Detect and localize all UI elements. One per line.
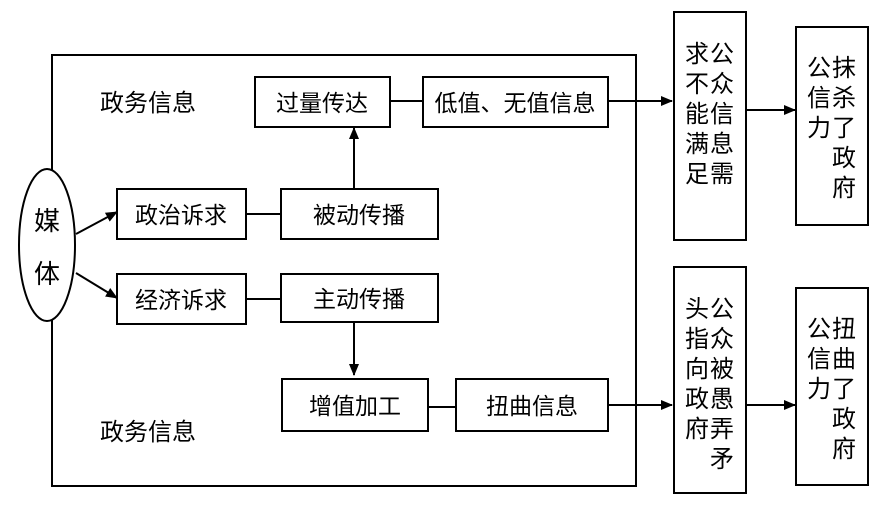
arrow-media-to-economic [75,272,118,299]
economic-demand-box [116,273,247,325]
top-section-label: 政务信息 [100,89,196,117]
bottom-public-result-box [673,266,747,494]
low-value-box [422,76,609,128]
overload-label: 过量传达 [276,91,368,117]
arrow-media-to-political [75,211,118,235]
media-char-2: 体 [34,260,60,290]
bottom-gov-result-box [795,287,869,486]
top-public-col-1: 公众信息需 [710,40,734,188]
overload-box [254,76,391,128]
bottom-gov-col-1: 公信力 [807,315,831,403]
passive-spread-box [280,188,439,240]
bottom-public-col-2: 头指向政府 [685,295,709,443]
bottom-section-label: 政务信息 [100,418,196,446]
media-char-1: 媒 [34,207,60,237]
top-public-result-box [673,11,747,241]
top-gov-col-2: 抹杀了政府 [832,54,856,202]
low-value-label: 低值、无值信息 [435,91,596,117]
media-node [18,168,76,322]
economic-demand-label: 经济诉求 [135,288,227,314]
active-spread-box [280,273,439,323]
top-gov-result-box [795,26,869,226]
bottom-public-col-1: 公众被愚弄矛 [710,295,734,473]
top-gov-col-1: 公信力 [807,54,831,142]
value-add-box [281,378,429,432]
passive-spread-label: 被动传播 [313,203,405,229]
political-demand-label: 政治诉求 [135,203,227,229]
distorted-info-box [455,378,609,432]
bottom-gov-col-2: 扭曲了政府 [832,315,856,463]
distorted-info-label: 扭曲信息 [486,394,578,420]
political-demand-box [116,188,247,240]
active-spread-label: 主动传播 [313,287,405,313]
top-public-col-2: 求不能满足 [685,40,709,188]
value-add-label: 增值加工 [309,394,401,420]
